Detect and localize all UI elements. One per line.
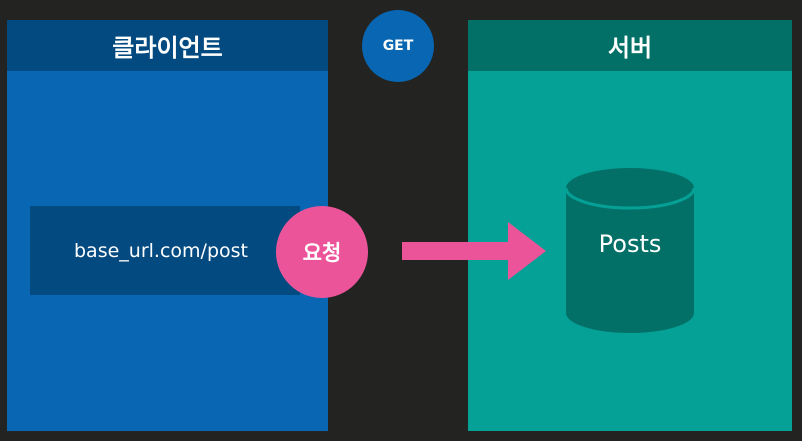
request-badge: 요청 <box>276 206 368 298</box>
http-method-badge: GET <box>362 10 434 82</box>
database-icon <box>566 168 694 333</box>
request-label: 요청 <box>302 241 342 265</box>
http-method-label: GET <box>382 38 414 54</box>
server-title: 서버 <box>468 20 792 71</box>
server-panel: 서버 <box>468 20 792 431</box>
request-url: base_url.com/post <box>74 239 248 262</box>
right-arrow-icon <box>402 222 546 280</box>
client-title: 클라이언트 <box>7 20 328 71</box>
url-box: base_url.com/post <box>30 206 300 295</box>
database-label: Posts <box>598 230 662 258</box>
